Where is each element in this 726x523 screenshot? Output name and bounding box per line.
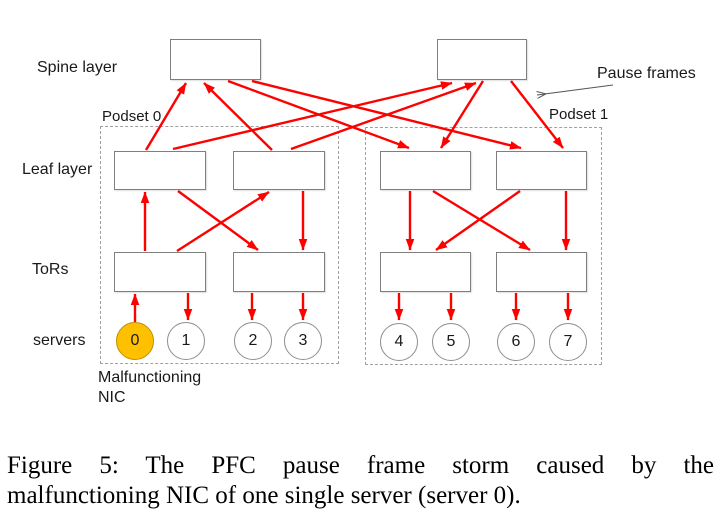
- malfunctioning-nic-line1: Malfunctioning: [98, 369, 202, 386]
- server-2: 2: [234, 322, 272, 360]
- leaf-layer-label: Leaf layer: [22, 161, 93, 178]
- server-6: 6: [497, 323, 535, 361]
- tors-label: ToRs: [32, 261, 69, 278]
- malfunctioning-nic-label: Malfunctioning NIC: [98, 368, 201, 408]
- pause-leaf1-to-spine0: [203, 82, 273, 151]
- pause-spine1-to-leaf2: [439, 80, 485, 149]
- podset-0-boundary: [100, 126, 339, 364]
- server-1: 1: [167, 322, 205, 360]
- server-0: 0: [116, 322, 154, 360]
- tor-switch-0: [114, 252, 206, 292]
- podset-1-boundary: [365, 127, 602, 365]
- tor-switch-1: [233, 252, 325, 292]
- spine-switch-1: [437, 39, 527, 80]
- pause-tor0-to-leaf1: [176, 190, 270, 253]
- malfunctioning-nic-line2: NIC: [98, 389, 126, 406]
- pause-spine1-to-leaf3: [510, 80, 564, 149]
- pause-leaf0-to-spine0: [144, 82, 188, 151]
- figure-caption: Figure 5: The PFC pause frame storm caus…: [7, 451, 714, 511]
- pause-spine0-to-leaf2: [227, 79, 410, 150]
- servers-label: servers: [33, 332, 86, 349]
- leaf-switch-3: [496, 151, 587, 190]
- leaf-switch-0: [114, 151, 206, 190]
- figure-caption-line1: Figure 5: The PFC pause frame storm caus…: [7, 452, 714, 479]
- server-4: 4: [380, 323, 418, 361]
- podset-1-label: Podset 1: [549, 106, 609, 123]
- pause-spine0-to-leaf3: [251, 79, 522, 150]
- leaf-switch-1: [233, 151, 325, 190]
- tor-switch-2: [380, 252, 471, 292]
- server-5: 5: [432, 323, 470, 361]
- pause-leaf0-to-spine1: [172, 81, 453, 151]
- pause-frames-label: Pause frames: [597, 65, 696, 82]
- podset-0-label: Podset 0: [102, 108, 162, 125]
- server-3: 3: [284, 322, 322, 360]
- leaf-switch-2: [380, 151, 471, 190]
- figure-caption-line2: malfunctioning NIC of one single server …: [7, 482, 521, 509]
- pause-leaf1-to-spine1: [290, 81, 477, 151]
- tor-switch-3: [496, 252, 587, 292]
- pause-leaf2-to-tor3: [432, 189, 531, 252]
- pause-frames-pointer: [537, 84, 614, 95]
- pause-leaf3-to-tor2: [435, 190, 521, 251]
- pause-leaf0-to-tor1: [177, 190, 259, 251]
- spine-layer-label: Spine layer: [37, 59, 118, 76]
- spine-switch-0: [170, 39, 261, 80]
- server-7: 7: [549, 323, 587, 361]
